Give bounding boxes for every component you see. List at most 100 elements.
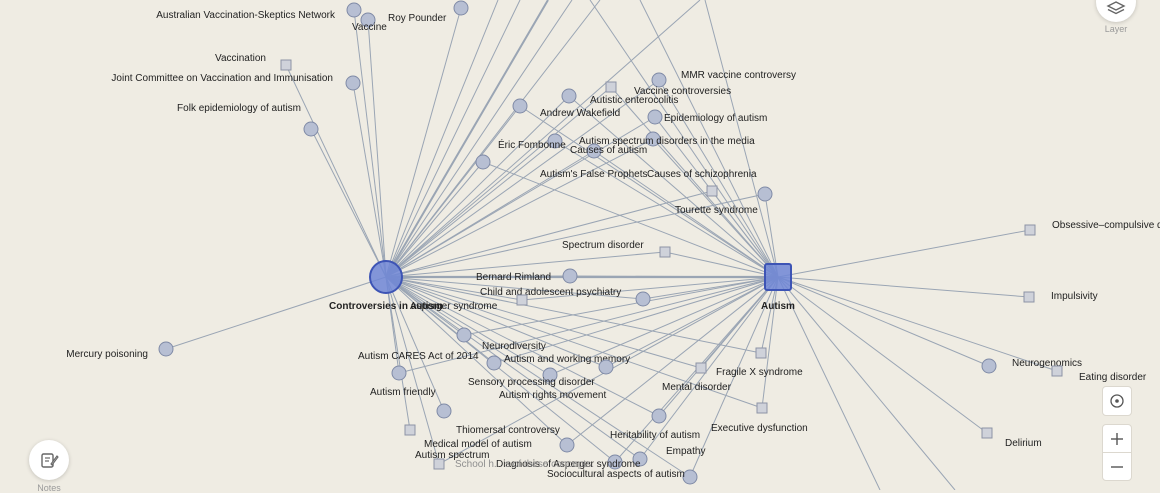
graph-node[interactable] [981,427,993,439]
graph-node[interactable] [303,121,319,137]
graph-node-label[interactable]: Autism spectrum disorders in the media [579,136,755,147]
layer-button[interactable] [1096,0,1136,22]
graph-node-label[interactable]: Empathy [666,446,705,457]
graph-node[interactable] [635,291,651,307]
graph-node-label[interactable]: Autism rights movement [499,390,606,401]
graph-node-label[interactable]: Fragile X syndrome [716,367,803,378]
graph-node[interactable] [559,437,575,453]
graph-node[interactable] [1024,224,1036,236]
graph-node[interactable] [695,362,707,374]
graph-node-label[interactable]: Vaccination [215,53,266,64]
graph-node-label[interactable]: Sensory processing disorder [468,377,595,388]
graph-node-label[interactable]: Obsessive–compulsive d [1052,220,1160,231]
graph-node[interactable] [598,359,614,375]
graph-node-label[interactable]: Autism CARES Act of 2014 [358,351,479,362]
graph-node[interactable] [659,246,671,258]
graph-node-label[interactable]: Andrew Wakefield [540,108,620,119]
graph-node[interactable] [561,88,577,104]
graph-node[interactable] [456,327,472,343]
graph-node-label[interactable]: Tourette syndrome [675,205,758,216]
graph-node[interactable] [433,458,445,470]
graph-node[interactable] [453,0,469,16]
graph-node[interactable] [436,403,452,419]
graph-node-label[interactable]: Autism spectrum [415,450,489,461]
zoom-out-button[interactable] [1102,452,1132,481]
notes-button[interactable] [29,440,69,480]
graph-node[interactable] [542,367,558,383]
graph-node-label[interactable]: Australian Vaccination-Skeptics Network [156,10,336,21]
graph-node-label[interactable]: Executive dysfunction [711,423,808,434]
graph-node-label[interactable]: Causes of autism [570,145,647,156]
graph-node-label[interactable]: Neurogenomics [1012,358,1082,369]
graph-node[interactable] [562,268,578,284]
graph-node[interactable] [346,2,362,18]
graph-node-label[interactable]: Mercury poisoning [66,349,148,360]
graph-node[interactable] [755,347,767,359]
graph-node-label[interactable]: Neurodiversity [482,341,546,352]
graph-node[interactable] [345,75,361,91]
locate-button[interactable] [1102,386,1132,416]
graph-node[interactable] [605,81,617,93]
graph-node[interactable] [645,131,661,147]
graph-edge [493,276,779,364]
graph-edge [310,128,387,278]
graph-node-label[interactable]: Diagnosis of Asperger syndrome [496,459,641,470]
zoom-in-button[interactable] [1102,424,1132,453]
graph-node[interactable] [404,424,416,436]
graph-node-label[interactable]: Medical model of autism [424,439,532,450]
graph-node-label[interactable]: Spectrum disorder [562,240,644,251]
graph-node[interactable] [757,186,773,202]
graph-node[interactable] [158,341,174,357]
graph-node-label[interactable]: Éric Fombonne [498,138,566,151]
graph-node-label[interactable]: MMR vaccine controversy [681,70,796,81]
graph-node[interactable] [632,451,648,467]
graph-node-label[interactable]: Roy Pounder [388,13,447,24]
graph-node[interactable] [280,59,292,71]
graph-node[interactable] [651,72,667,88]
graph-node-label[interactable]: Autistic enterocolitis [590,95,678,106]
graph-node-label[interactable]: Delirium [1005,438,1042,449]
graph-node-label[interactable]: Mental disorder [662,382,732,393]
graph-node-label[interactable]: Causes of schizophrenia [647,169,757,180]
graph-node-label[interactable]: Bernard Rimland [476,272,551,283]
graph-node[interactable] [391,365,407,381]
graph-node-label[interactable]: Heritability of autism [610,430,700,441]
graph-node-label[interactable]: Vaccine controversies [634,86,731,97]
graph-node-label[interactable]: Impulsivity [1051,291,1098,302]
graph-node[interactable] [651,408,667,424]
graph-node[interactable] [486,355,502,371]
hub-label-autism[interactable]: Autism [761,301,795,312]
graph-node[interactable] [547,133,563,149]
graph-node[interactable] [682,469,698,485]
graph-node-label[interactable]: Joint Committee on Vaccination and Immun… [111,73,333,84]
graph-node[interactable] [512,98,528,114]
graph-node[interactable] [586,143,602,159]
graph-node[interactable] [1023,291,1035,303]
graph-node[interactable] [647,109,663,125]
graph-node-label[interactable]: Asperger syndrome [410,301,498,312]
graph-node[interactable] [516,294,528,306]
hub-node-autism[interactable] [764,263,792,291]
graph-node-label[interactable]: Vaccine [352,22,387,33]
hub-label-controversies[interactable]: Controversies in autism [329,301,443,312]
graph-node-label[interactable]: Thiomersal controversy [456,425,560,436]
graph-edge [367,19,387,278]
graph-node[interactable] [607,454,623,470]
hub-node-controversies[interactable] [369,260,403,294]
graph-node[interactable] [1051,365,1063,377]
graph-node-label[interactable]: Autism's False Prophets [540,169,648,180]
graph-node[interactable] [756,402,768,414]
graph-node-label[interactable]: Autism friendly [370,387,436,398]
graph-node[interactable] [706,185,718,197]
graph-node-label[interactable]: Autism and working memory [504,354,630,365]
graph-node-label[interactable]: Eating disorder [1079,372,1147,383]
graph-node-label[interactable]: Child and adolescent psychiatry [480,287,621,298]
graph-node-label[interactable]: Sociocultural aspects of autism [547,469,685,480]
graph-node-label[interactable]: Epidemiology of autism [664,113,767,124]
graph-node[interactable] [360,12,376,28]
graph-node-label[interactable]: Folk epidemiology of autism [177,103,301,114]
graph-node[interactable] [475,154,491,170]
graph-edge [165,276,387,350]
graph-node[interactable] [981,358,997,374]
